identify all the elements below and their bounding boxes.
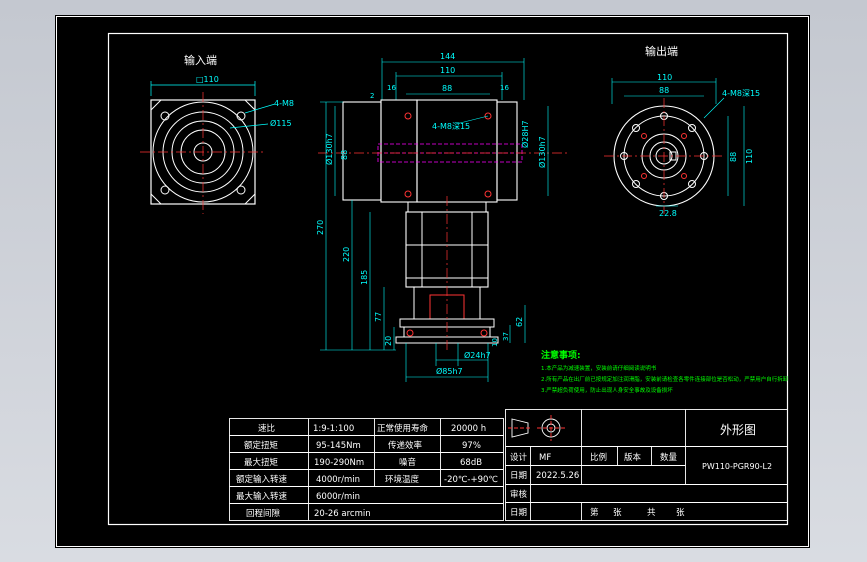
dim-right-diam: Ø130h7 <box>537 136 547 168</box>
sheet-text: 张 <box>676 508 685 518</box>
output-view-title: 输出端 <box>645 44 678 58</box>
spec-cell: 额定扭矩 <box>244 440 279 451</box>
dim-top-total: 144 <box>440 52 455 61</box>
spec-cell: 额定输入转速 <box>236 474 288 485</box>
spec-cell: 环境温度 <box>385 474 420 485</box>
spec-table-text: 速比 1:9-1:100 正常使用寿命 20000 h 额定扭矩 95-145N… <box>236 423 498 519</box>
dim-height-a: 220 <box>342 247 351 262</box>
title-block-text: 外形图 PW110-PGR90-L2 设计 MF 比例 版本 数量 日期 202… <box>510 423 772 518</box>
outer-frame <box>56 16 809 547</box>
dim-height-total: 270 <box>316 220 325 235</box>
model-number: PW110-PGR90-L2 <box>702 462 772 471</box>
spec-cell: 68dB <box>460 458 482 468</box>
spec-cell: 97% <box>462 441 481 451</box>
spec-cell: 4000r/min <box>316 475 360 485</box>
output-right-2-dim: 110 <box>745 149 754 164</box>
spec-table <box>229 418 504 521</box>
dim-right-r2: 37 <box>502 332 510 341</box>
date2-label: 日期 <box>510 508 527 518</box>
note-line: 3.严禁超负荷使用，防止出现人身安全事故及设备损坏 <box>541 386 673 394</box>
front-view: 144 110 88 2 16 16 4-M8深15 Ø28H7 Ø130h7 … <box>316 52 570 382</box>
input-holes-dim: 4-M8 <box>274 99 294 108</box>
spec-cell: 6000r/min <box>316 492 360 502</box>
spec-cell: -20℃-+90℃ <box>444 475 498 485</box>
sheet-text: 张 <box>613 508 622 518</box>
scale-label: 比例 <box>590 452 607 463</box>
design-value: MF <box>539 453 551 463</box>
spec-cell: 传递效率 <box>388 440 423 451</box>
dim-height-b: 185 <box>360 270 369 285</box>
dim-height-d: 20 <box>384 336 393 346</box>
output-right-1-dim: 88 <box>729 152 738 162</box>
dim-right-small: 16 <box>500 84 509 92</box>
drawing-sheet: 输入端 □110 4-M8 Ø115 144 110 <box>55 15 810 548</box>
date-value: 2022.5.26 <box>536 471 579 481</box>
inner-frame <box>107 32 789 526</box>
dim-holes: 4-M8深15 <box>432 122 470 131</box>
dim-left-small-1: 2 <box>370 92 374 100</box>
input-pcd-dim: Ø115 <box>270 118 292 128</box>
input-view-title: 输入端 <box>184 53 217 67</box>
dim-bore-right: Ø28H7 <box>520 120 530 148</box>
spec-cell: 最大扭矩 <box>244 457 279 468</box>
design-label: 设计 <box>510 452 528 463</box>
spec-cell: 1:9-1:100 <box>313 424 354 434</box>
note-line: 1.本产品为减速装置，安装前请仔细阅读说明书 <box>541 364 657 372</box>
spec-cell: 噪音 <box>399 457 417 468</box>
version-label: 版本 <box>624 452 642 463</box>
output-inner-dim: 88 <box>659 86 669 95</box>
drawing-title: 外形图 <box>720 423 756 437</box>
spec-cell: 20000 h <box>451 424 486 434</box>
review-label: 审核 <box>510 489 528 500</box>
dim-bottom-1: Ø24h7 <box>464 350 491 360</box>
spec-cell: 回程间隙 <box>246 508 281 519</box>
dim-bottom-2: Ø85h7 <box>436 366 463 376</box>
title-block <box>505 409 788 521</box>
dim-right-r3: 10 <box>491 338 499 347</box>
technical-notes: 注意事项: 1.本产品为减速装置，安装前请仔细阅读说明书 2.所有产品在出厂前已… <box>541 349 789 394</box>
dim-right-r1: 62 <box>515 317 524 327</box>
spec-cell: 95-145Nm <box>316 441 361 451</box>
sheet-text: 共 <box>647 508 656 518</box>
drawing-canvas: 输入端 □110 4-M8 Ø115 144 110 <box>56 16 809 547</box>
spec-cell: 速比 <box>258 423 275 434</box>
output-bottom-dim: 22.8 <box>659 209 677 218</box>
spec-cell: 最大输入转速 <box>236 491 288 502</box>
dim-height-c: 77 <box>374 312 383 322</box>
note-line: 2.所有产品在出厂前已按规定加注润滑脂，安装前请检查各零件连接部位是否松动，严禁… <box>541 375 789 383</box>
projection-symbol <box>508 415 565 441</box>
spec-cell: 正常使用寿命 <box>377 423 429 434</box>
output-end-view: 输出端 110 88 4-M8深15 88 110 22.8 <box>604 44 760 218</box>
dim-top-1: 110 <box>440 66 455 75</box>
input-width-dim: □110 <box>196 75 219 84</box>
input-end-view: 输入端 □110 4-M8 Ø115 <box>140 53 294 214</box>
output-holes-dim: 4-M8深15 <box>722 89 760 98</box>
dim-left-diam: Ø130h7 <box>324 133 334 165</box>
dim-left-small-2: 16 <box>387 84 396 92</box>
dim-top-2: 88 <box>442 84 452 93</box>
date-label: 日期 <box>510 471 527 481</box>
sheet-text: 第 <box>590 507 599 518</box>
dim-left-mid: 88 <box>340 150 349 160</box>
output-top-dim: 110 <box>657 73 672 82</box>
notes-title: 注意事项: <box>541 349 581 361</box>
spec-cell: 20-26 arcmin <box>314 509 371 519</box>
qty-label: 数量 <box>660 452 678 463</box>
spec-cell: 190-290Nm <box>314 458 364 468</box>
